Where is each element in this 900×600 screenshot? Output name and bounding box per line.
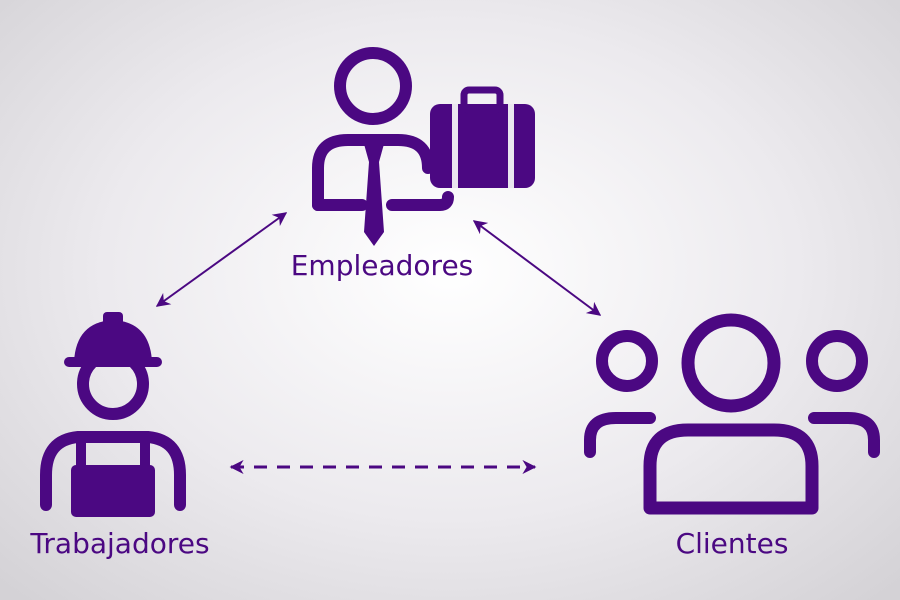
employers-label: Empleadores xyxy=(290,249,474,282)
workers-label: Trabajadores xyxy=(30,527,210,560)
businessperson-with-briefcase-icon xyxy=(312,47,535,246)
group-of-people-icon xyxy=(584,313,880,515)
edge-workers-employers xyxy=(155,212,288,307)
clients-label: Clientes xyxy=(675,527,789,560)
worker-with-hard-hat-icon xyxy=(40,312,186,517)
edge-employers-clients xyxy=(472,220,602,316)
